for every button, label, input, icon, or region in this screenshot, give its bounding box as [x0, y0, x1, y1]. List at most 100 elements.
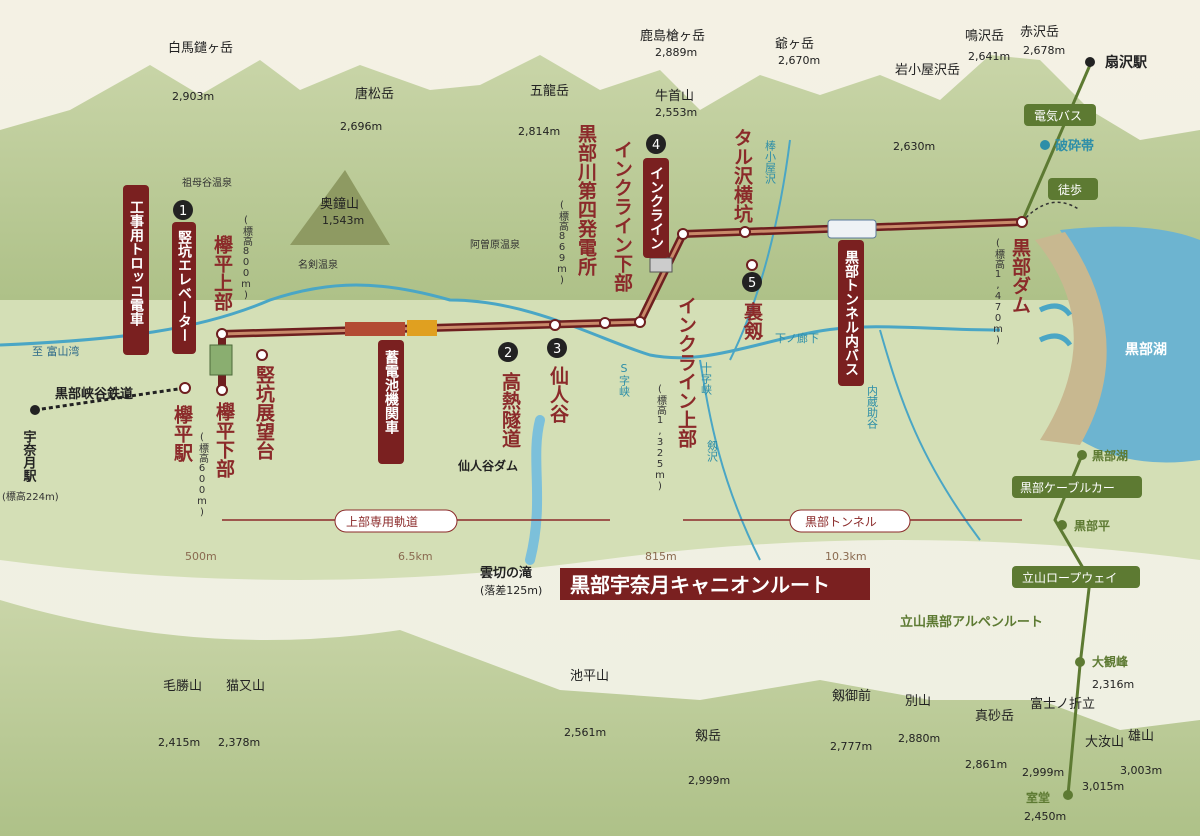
side-river-1: [729, 139, 791, 361]
mtn-goryu-h: 2,814m: [518, 125, 560, 138]
label-kurobe-lake: 黒部湖: [1125, 341, 1167, 358]
mtn-jii: 爺ヶ岳: [775, 37, 814, 52]
incline-label: インクライン: [648, 166, 664, 250]
mtn-fujinooritate: 富士ノ折立: [1030, 696, 1095, 712]
mtn-onanji: 大汝山: [1085, 735, 1124, 750]
mtn-akasawa-h: 2,678m: [1023, 44, 1065, 57]
mtn-masago: 真砂岳: [975, 709, 1014, 724]
node-ogisawa[interactable]: [1085, 57, 1095, 67]
node-keyaki-ue[interactable]: [216, 328, 228, 340]
route-green: [1020, 64, 1092, 223]
label-keyaki-shita: 欅平下部: [213, 401, 235, 479]
kurobedaira-label: 黒部平: [1074, 518, 1110, 533]
badge-3: 3: [553, 342, 561, 357]
node-kurobeko[interactable]: [1077, 450, 1087, 460]
label-dam-elev: (標高1,470m): [993, 238, 1005, 346]
kurobe-dam-wall: [1035, 232, 1107, 445]
elevator-bar: [172, 222, 196, 354]
torokko-bar: [123, 185, 149, 355]
mtn-goryu: 五龍岳: [530, 83, 569, 99]
label-toyama: 至 富山湾: [32, 344, 80, 358]
murodo-label: 室堂: [1026, 790, 1050, 805]
node-incline-lower[interactable]: [634, 316, 646, 328]
vertical-shaft-tower: [209, 344, 233, 376]
label-incline-upper-elev: (標高1,325m): [655, 384, 667, 492]
node-keyaki-shita[interactable]: [216, 384, 228, 396]
segment-upper-label: 上部専用軌道: [346, 514, 418, 529]
label-sennindani: 仙人谷: [547, 365, 569, 424]
mtn-kashima: 鹿島槍ヶ岳: [640, 28, 705, 44]
node-incline-upper[interactable]: [677, 228, 689, 240]
node-power[interactable]: [599, 317, 611, 329]
mountain-labels: 白馬鑓ヶ岳 2,903m 唐松岳 2,696m 五龍岳 2,814m 鹿島槍ヶ岳…: [158, 25, 1162, 793]
node-unazuki[interactable]: [30, 405, 40, 415]
mtn-akasawa: 赤沢岳: [1020, 25, 1059, 40]
node-sennin[interactable]: [549, 319, 561, 331]
dist-6-5km: 6.5km: [398, 550, 433, 563]
node-kurobe-dam[interactable]: [1016, 216, 1028, 228]
cable-label: 黒部ケーブルカー: [1020, 480, 1115, 495]
mtn-tsurugi-h: 2,999m: [688, 774, 730, 787]
node-kurobedaira[interactable]: [1057, 520, 1067, 530]
mtn-onanji-h: 3,015m: [1082, 780, 1124, 793]
node-urazurugi[interactable]: [746, 259, 758, 271]
river-bokoyasawa: 棒小屋沢: [764, 139, 777, 185]
river-jujikyo: 十字峡: [700, 361, 713, 395]
southern-ridge: [0, 600, 1200, 836]
kurobeko-label: 黒部湖: [1092, 448, 1128, 463]
ropeway-box: [1012, 566, 1140, 588]
denki-bus-label: 電気バス: [1034, 108, 1082, 123]
walk-path: [1021, 201, 1081, 223]
daikanbo-height: 2,316m: [1092, 678, 1134, 691]
mtn-karamatsu-h: 2,696m: [340, 120, 382, 133]
node-hasaitai[interactable]: [1040, 140, 1050, 150]
badge-1: 1: [179, 204, 187, 219]
dist-815m: 815m: [645, 550, 677, 563]
mtn-tsurugigozen: 剱御前: [832, 688, 871, 704]
battery-label: 蓄電池機関車: [383, 349, 399, 435]
river-tsurugisawa: 剱沢: [706, 440, 719, 463]
dist-10-3km: 10.3km: [825, 550, 867, 563]
mtn-narusawa-h: 2,641m: [968, 50, 1010, 63]
mtn-bessan: 別山: [905, 694, 931, 709]
mtn-nekomata: 猫又山: [226, 679, 265, 694]
node-keyakidaira[interactable]: [179, 382, 191, 394]
label-unazuki-elev: (標高224m): [2, 490, 59, 503]
number-badges: 1 2 3 4 5: [173, 134, 762, 362]
bus-bar: [838, 240, 864, 386]
bus-label: 黒部トンネル内バス: [843, 250, 859, 376]
segment-tunnel-label: 黒部トンネル: [805, 514, 877, 529]
torokko-label: 工事用トロッコ電車: [128, 200, 144, 327]
node-daikanbo[interactable]: [1075, 657, 1085, 667]
toho-label: 徒歩: [1058, 182, 1082, 197]
node-tatekou[interactable]: [256, 349, 268, 361]
node-murodo[interactable]: [1063, 790, 1073, 800]
rail-kurobe-kyokoku: [34, 386, 186, 412]
label-incline-lower: インクライン下部: [611, 140, 633, 293]
label-kounetsu: 高熱隧道: [499, 371, 521, 449]
mtn-iwagoya: 岩小屋沢岳: [895, 63, 960, 78]
label-urazurugi: 裏剱: [741, 301, 764, 341]
onsen-meiken: 名剣温泉: [298, 258, 338, 271]
label-tatekou: 竪坑展望台: [253, 365, 275, 460]
onsen-babadani: 祖母谷温泉: [182, 176, 232, 189]
incline-car: [649, 257, 673, 273]
mtn-karamatsu: 唐松岳: [355, 86, 394, 102]
node-tarusawa[interactable]: [739, 226, 751, 238]
murodo-height: 2,450m: [1024, 810, 1066, 823]
badge-4: 4: [652, 138, 660, 153]
battery-locomotive: [345, 322, 405, 336]
mtn-fujinooritate-h: 2,999m: [1022, 766, 1064, 779]
mtn-bessan-h: 2,880m: [898, 732, 940, 745]
dist-500m: 500m: [185, 550, 217, 563]
onsen-asohara: 阿曽原温泉: [470, 238, 520, 251]
locomotive-cab: [407, 320, 437, 336]
elevator-label: 竪坑エレベーター: [176, 230, 192, 342]
mtn-kekachi-h: 2,415m: [158, 736, 200, 749]
alpine-route-label: 立山黒部アルペンルート: [900, 614, 1043, 630]
label-keyaki-ue-elev: (標高800m): [241, 215, 253, 301]
hasaitai-label: 破砕帯: [1055, 138, 1094, 154]
label-keyakidaira: 欅平駅: [171, 404, 194, 463]
toho-box: [1048, 178, 1098, 200]
mtn-ikenodaira-h: 2,561m: [564, 726, 606, 739]
